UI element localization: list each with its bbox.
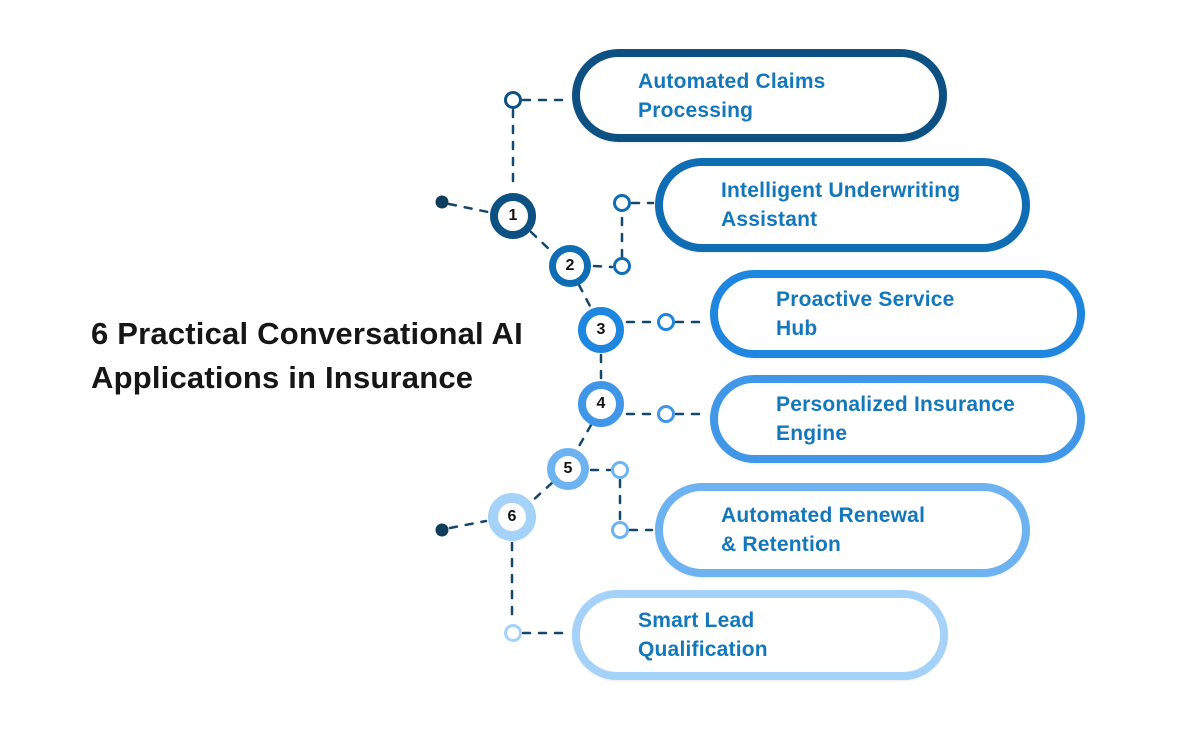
connector-node-circle [657,405,675,423]
page-title: 6 Practical Conversational AI Applicatio… [91,316,523,395]
connector-node-circle [613,257,631,275]
pill-intelligent-underwriting-assistant: Intelligent Underwriting Assistant [655,158,1030,252]
chain-endpoint-dot [435,195,449,209]
connector-node-circles [504,91,675,642]
step-number: 5 [563,460,573,477]
dashed-connector [447,202,490,214]
dashed-connector [576,423,593,450]
connector-node-circle [613,194,631,212]
pill-label: Proactive Service Hub [776,288,955,340]
pill-label: Automated Renewal & Retention [721,504,926,556]
pill-label: Intelligent Underwriting Assistant [721,179,961,231]
dashed-connector [448,519,488,530]
step-circle-1: 1 [490,193,536,239]
step-circle-4: 4 [578,381,624,427]
connector-node-circle [657,313,675,331]
dashed-connector [592,264,614,269]
step-number: 2 [565,257,575,274]
dashed-connector-lines [447,98,708,635]
pill-label: Automated Claims Processing [638,69,826,122]
dashed-connector [530,481,554,503]
step-circle-3: 3 [578,307,624,353]
pill-label: Personalized Insurance Engine [776,393,1015,445]
step-circle-6: 6 [488,493,536,541]
pill-personalized-insurance-engine: Personalized Insurance Engine [710,375,1085,463]
dashed-connector [529,230,553,253]
chain-endpoint-dots [435,195,449,537]
connector-node-circle [611,461,629,479]
pill-proactive-service-hub: Proactive Service Hub [710,270,1085,358]
pill-automated-renewal-retention: Automated Renewal & Retention [655,483,1030,577]
dashed-connector [577,283,593,310]
step-number: 1 [508,207,518,224]
step-circle-2: 2 [549,245,591,287]
pill-label: Smart Lead Qualification [638,609,768,661]
pill-automated-claims-processing: Automated Claims Processing [572,49,947,142]
pill-smart-lead-qualification: Smart Lead Qualification [572,590,948,680]
chain-endpoint-dot [435,523,449,537]
step-circle-5: 5 [547,448,589,490]
step-number: 6 [507,508,517,525]
connector-node-circle [504,91,522,109]
connector-node-circle [611,521,629,539]
step-number: 4 [596,395,606,412]
step-number: 3 [596,321,606,338]
connector-node-circle [504,624,522,642]
